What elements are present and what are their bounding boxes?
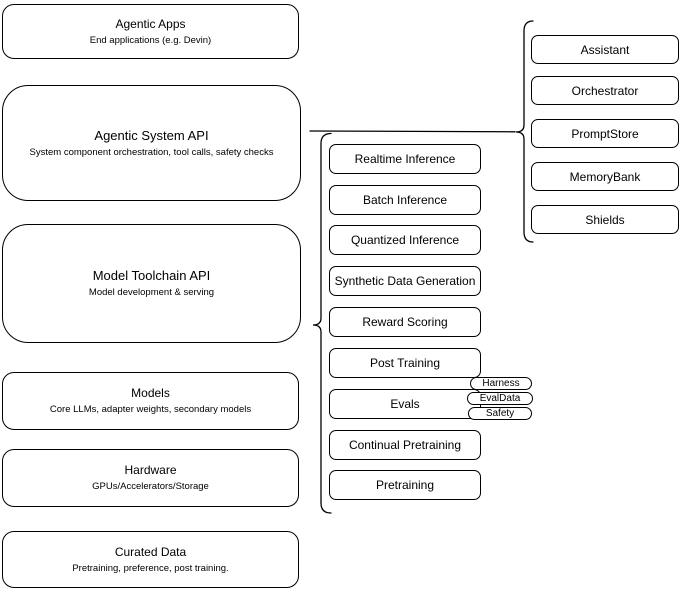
component-box-memorybank: MemoryBank [531,162,679,191]
layer-box-agentic-apps: Agentic Apps End applications (e.g. Devi… [2,4,299,59]
layer-title: Agentic System API [94,127,209,143]
layer-box-curated-data: Curated Data Pretraining, preference, po… [2,531,299,588]
component-box-orchestrator: Orchestrator [531,76,679,105]
layer-title: Agentic Apps [115,16,186,31]
system-api-to-components-line [309,130,516,133]
layer-subtitle: GPUs/Accelerators/Storage [92,481,209,492]
layer-box-model-toolchain-api: Model Toolchain API Model development & … [2,224,301,343]
component-label: Assistant [580,42,630,57]
service-box-synthetic-data-generation: Synthetic Data Generation [329,266,481,296]
layer-subtitle: Model development & serving [88,287,215,298]
layer-box-hardware: Hardware GPUs/Accelerators/Storage [2,449,299,507]
layer-box-models: Models Core LLMs, adapter weights, secon… [2,372,299,430]
evals-tag-harness: Harness [470,377,532,390]
service-box-evals: Evals [329,389,481,419]
service-box-pretraining: Pretraining [329,470,481,500]
service-label: Pretraining [375,478,435,492]
tag-label: EvalData [479,392,521,404]
service-label: Evals [390,397,420,411]
layer-subtitle: Core LLMs, adapter weights, secondary mo… [49,404,252,415]
component-label: Orchestrator [571,83,639,98]
component-box-promptstore: PromptStore [531,119,679,148]
service-box-post-training: Post Training [329,348,481,378]
service-box-realtime-inference: Realtime Inference [329,144,481,174]
service-label: Batch Inference [362,193,448,207]
layer-title: Models [131,386,170,400]
layer-subtitle: End applications (e.g. Devin) [89,34,212,46]
service-label: Quantized Inference [350,233,460,247]
service-box-batch-inference: Batch Inference [329,185,481,215]
service-label: Post Training [369,356,441,370]
layer-box-agentic-system-api: Agentic System API System component orch… [2,85,301,201]
tag-label: Safety [485,407,515,419]
service-label: Reward Scoring [362,315,448,329]
tag-label: Harness [482,377,520,389]
layer-subtitle: System component orchestration, tool cal… [29,146,274,158]
layer-title: Hardware [124,463,177,477]
service-box-continual-pretraining: Continual Pretraining [329,430,481,460]
component-label: Shields [585,212,625,227]
component-box-shields: Shields [531,205,679,234]
service-box-quantized-inference: Quantized Inference [329,225,481,255]
service-label: Synthetic Data Generation [334,274,476,288]
evals-tag-safety: Safety [468,407,532,420]
service-label: Realtime Inference [354,152,456,166]
service-box-reward-scoring: Reward Scoring [329,307,481,337]
evals-tag-evaldata: EvalData [467,392,533,405]
component-box-assistant: Assistant [531,35,679,64]
layer-subtitle: Pretraining, preference, post training. [72,562,229,574]
component-label: PromptStore [571,126,639,141]
layer-title: Curated Data [114,544,187,559]
layer-title: Model Toolchain API [92,268,211,283]
component-label: MemoryBank [569,169,641,184]
service-label: Continual Pretraining [348,438,462,452]
